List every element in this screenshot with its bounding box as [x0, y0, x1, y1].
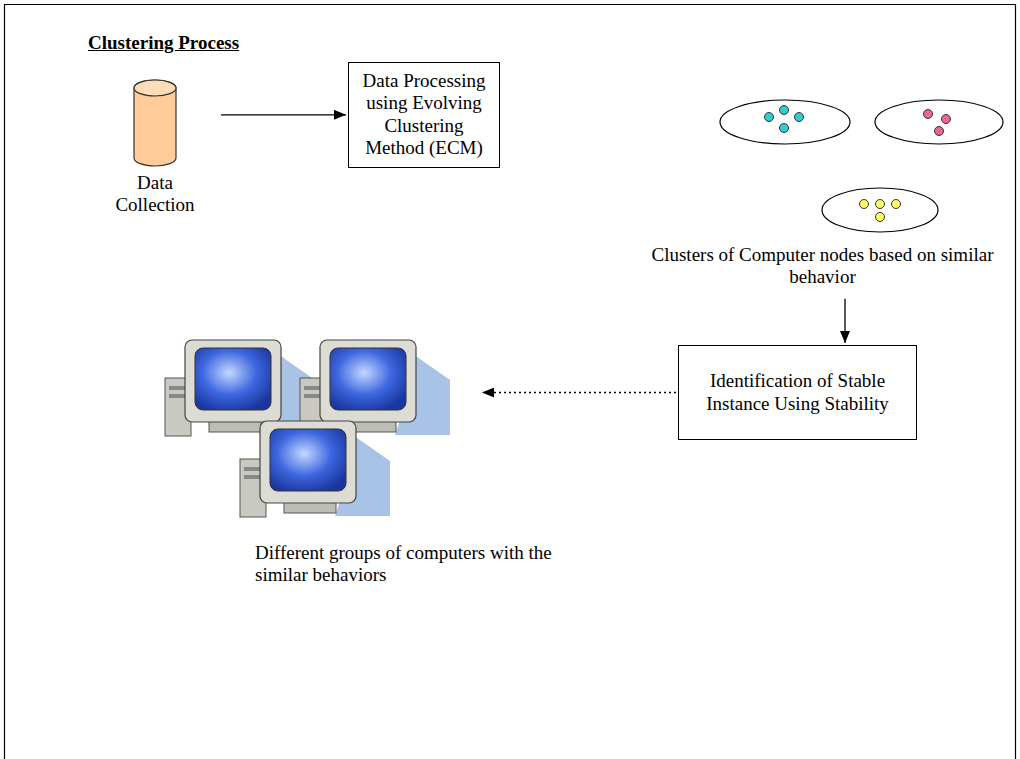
process-box: Identification of Stable Instance Using …: [678, 345, 917, 440]
process-box: Data Processing using Evolving Clusterin…: [348, 62, 500, 168]
computer-illustration: [160, 335, 470, 520]
caption-text: Different groups of computers with the s…: [255, 542, 565, 587]
cylinder-shape: [131, 78, 179, 168]
cluster-group: Clusters of Computer nodes based on simi…: [630, 92, 1015, 289]
dotted-arrow: [482, 392, 676, 393]
box-label: Data Processing using Evolving Clusterin…: [355, 70, 493, 160]
flow-arrow: [844, 299, 845, 343]
data-store: Data Collection: [105, 78, 205, 217]
cluster-illustration: [630, 92, 1015, 242]
caption-text: Data Collection: [105, 172, 205, 217]
flow-arrow: [221, 114, 346, 115]
caption-text: Clusters of Computer nodes based on simi…: [630, 244, 1015, 289]
box-label: Identification of Stable Instance Using …: [685, 370, 910, 415]
computer-group: Different groups of computers with the s…: [160, 335, 570, 587]
diagram-title: Clustering Process: [88, 32, 239, 54]
frame-border: [5, 5, 1016, 759]
